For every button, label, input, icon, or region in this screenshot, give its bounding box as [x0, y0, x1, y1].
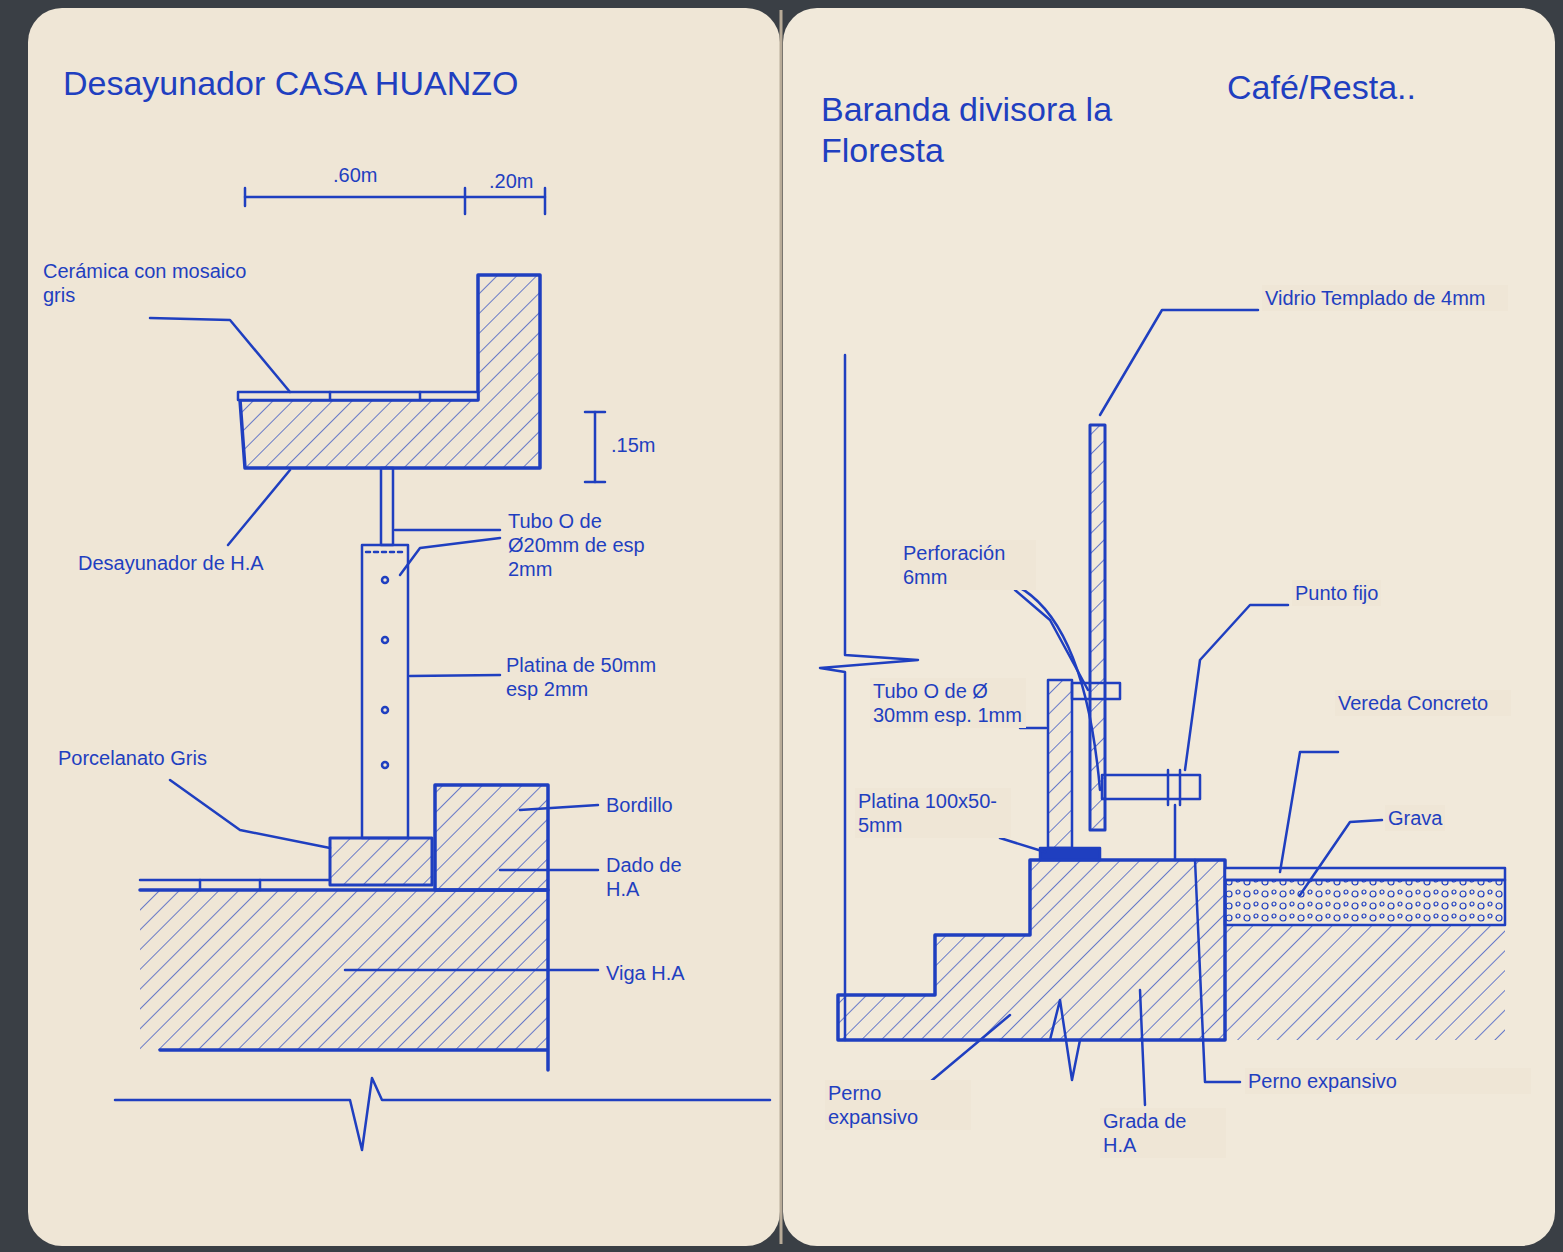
page-heading: Café/Resta..	[1224, 66, 1550, 109]
page-heading: Desayunador CASA HUANZO	[60, 62, 766, 105]
callout-label: Viga H.A	[603, 960, 689, 986]
callout-label: Grada de H.A	[1100, 1108, 1226, 1158]
callout-label: Cerámica con mosaico gris	[40, 258, 286, 308]
callout-label: .20m	[486, 168, 536, 194]
callout-label: Tubo O de Ø20mm de esp 2mm	[505, 508, 676, 582]
callout-label: Platina 100x50-5mm	[855, 788, 1011, 838]
callout-label: Punto fijo	[1292, 580, 1381, 606]
callout-label: Grava	[1385, 805, 1445, 831]
page-heading: Baranda divisora la Floresta	[818, 88, 1164, 172]
callout-label: Platina de 50mm esp 2mm	[503, 652, 679, 702]
callout-label: Perno expansivo	[1245, 1068, 1531, 1094]
callout-label: .60m	[330, 162, 380, 188]
callout-label: Dado de H.A	[603, 852, 709, 902]
callout-label: Tubo O de Ø 30mm esp. 1mm	[870, 678, 1026, 728]
callout-label: Desayunador de H.A	[75, 550, 296, 576]
callout-label: Bordillo	[603, 792, 676, 818]
callout-label: Porcelanato Gris	[55, 745, 210, 771]
callout-label: Vereda Concreto	[1335, 690, 1511, 716]
right-page	[783, 8, 1555, 1246]
callout-label: .15m	[608, 432, 658, 458]
callout-label: Perno expansivo	[825, 1080, 971, 1130]
callout-label: Vidrio Templado de 4mm	[1262, 285, 1508, 311]
left-page	[28, 8, 780, 1246]
callout-label: Perforación 6mm	[900, 540, 1036, 590]
